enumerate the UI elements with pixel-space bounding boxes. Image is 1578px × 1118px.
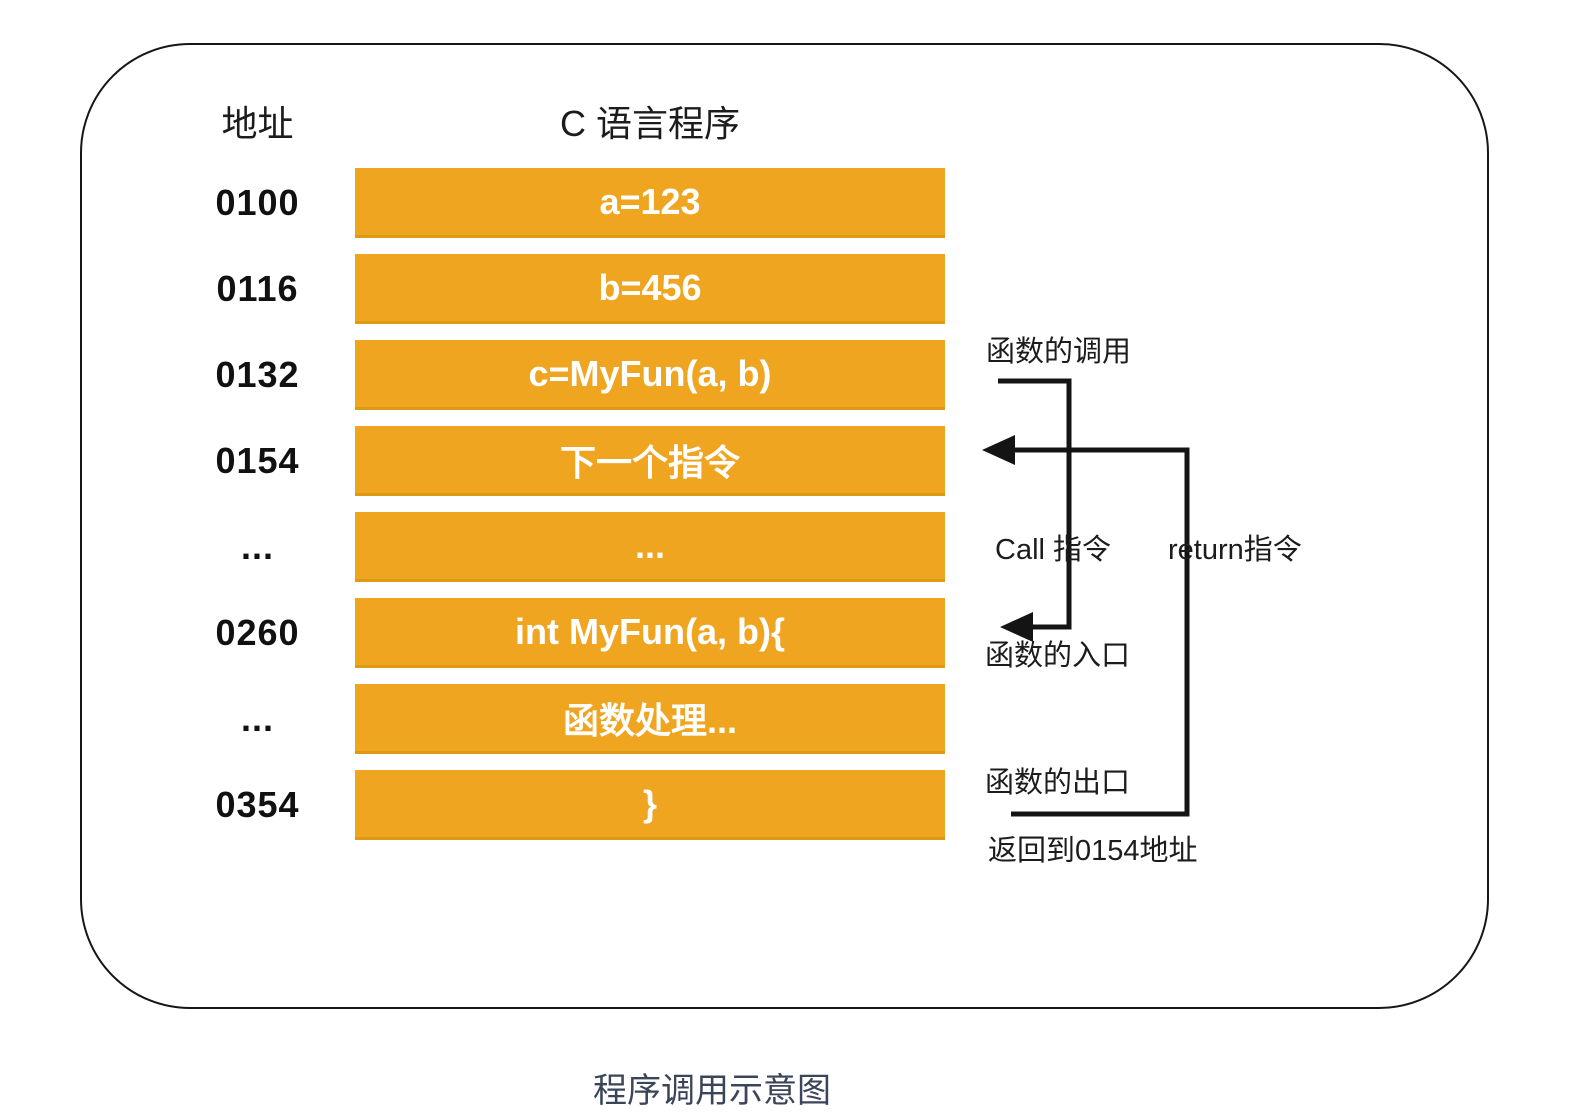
code-bar: int MyFun(a, b){ bbox=[355, 598, 945, 668]
memory-row-ellipsis-2: ... 函数处理... bbox=[0, 684, 1578, 754]
memory-rows: 0100 a=123 0116 b=456 0132 c=MyFun(a, b)… bbox=[0, 168, 1578, 840]
code-text: } bbox=[642, 782, 657, 824]
memory-row-ellipsis-1: ... ... bbox=[0, 512, 1578, 582]
return-instruction-label: return指令 bbox=[1168, 534, 1302, 566]
address-label: 0154 bbox=[215, 440, 300, 481]
code-text: int MyFun(a, b){ bbox=[515, 610, 785, 652]
address-column-header: 地址 bbox=[221, 103, 294, 144]
address-label: 0100 bbox=[215, 182, 300, 223]
address-label: 0116 bbox=[216, 268, 299, 309]
code-text: b=456 bbox=[598, 266, 702, 308]
code-text: 下一个指令 bbox=[559, 441, 740, 483]
code-text: c=MyFun(a, b) bbox=[528, 352, 772, 394]
code-bar: 下一个指令 bbox=[355, 426, 945, 496]
code-text: ... bbox=[634, 524, 665, 566]
address-label: 0354 bbox=[215, 784, 300, 825]
function-entry-label: 函数的入口 bbox=[985, 640, 1131, 672]
address-label: 0260 bbox=[215, 612, 300, 653]
code-bar: c=MyFun(a, b) bbox=[355, 340, 945, 410]
address-label: 0132 bbox=[215, 354, 300, 395]
code-bar: a=123 bbox=[355, 168, 945, 238]
memory-row-0354: 0354 } bbox=[0, 770, 1578, 840]
call-instruction-label: Call 指令 bbox=[995, 534, 1112, 566]
address-label: ... bbox=[240, 526, 274, 567]
memory-row-0154: 0154 下一个指令 bbox=[0, 426, 1578, 496]
diagram-caption: 程序调用示意图 bbox=[593, 1072, 831, 1110]
code-text: a=123 bbox=[599, 180, 701, 222]
code-bar: b=456 bbox=[355, 254, 945, 324]
function-exit-label: 函数的出口 bbox=[985, 767, 1131, 799]
function-call-label: 函数的调用 bbox=[986, 336, 1132, 368]
address-label: ... bbox=[240, 698, 274, 739]
memory-row-0116: 0116 b=456 bbox=[0, 254, 1578, 324]
code-bar: 函数处理... bbox=[355, 684, 945, 754]
code-bar: ... bbox=[355, 512, 945, 582]
memory-row-0260: 0260 int MyFun(a, b){ bbox=[0, 598, 1578, 668]
code-text: 函数处理... bbox=[562, 699, 737, 741]
memory-row-0132: 0132 c=MyFun(a, b) bbox=[0, 340, 1578, 410]
diagram-border bbox=[80, 43, 1489, 1009]
program-column-header: C 语言程序 bbox=[559, 103, 740, 144]
memory-row-0100: 0100 a=123 bbox=[0, 168, 1578, 238]
return-to-address-label: 返回到0154地址 bbox=[988, 835, 1198, 867]
code-bar: } bbox=[355, 770, 945, 840]
